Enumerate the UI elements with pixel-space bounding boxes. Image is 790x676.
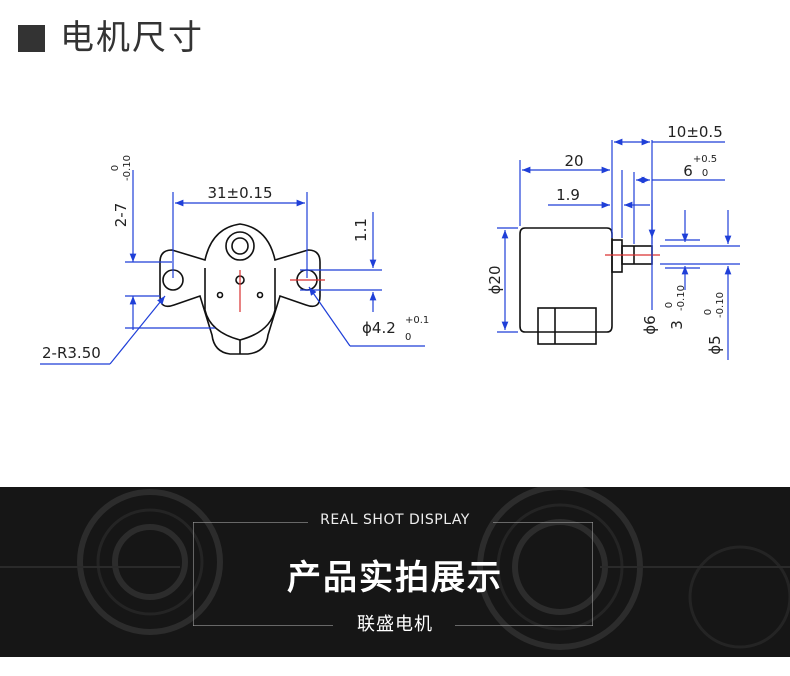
side-gap-label: 1.9 <box>556 186 580 204</box>
side-boss-dia-label: ϕ6 <box>641 315 659 334</box>
real-shot-banner <box>0 487 790 657</box>
front-offset-label: 1.1 <box>352 218 370 242</box>
front-hole-tol-lower: 0 <box>405 332 411 343</box>
side-shaft-flat-tol-upper: +0.5 <box>693 154 717 165</box>
front-width-label: 31±0.15 <box>207 184 272 202</box>
banner-title: 产品实拍展示 <box>287 558 503 598</box>
motor-dimension-drawing: 31±0.15 2-7 0 -0.10 1.1 ϕ4.2 +0.1 0 2-R3… <box>40 123 740 365</box>
banner-motor-background <box>0 487 790 650</box>
header-square-icon <box>18 24 45 52</box>
front-radius-label: 2-R3.50 <box>42 344 101 362</box>
side-shaft-dia-label: ϕ5 <box>706 335 724 354</box>
side-shaft-dia-upper: 0 <box>703 309 714 315</box>
side-shaft-flat-label: 6 <box>683 162 693 180</box>
front-left-vertical-label: 2-7 <box>112 203 130 228</box>
front-center-marks <box>239 270 325 312</box>
front-hole-tol-upper: +0.1 <box>405 315 429 326</box>
side-length-label: 20 <box>564 152 583 170</box>
banner-english-label: REAL SHOT DISPLAY <box>320 512 470 528</box>
front-dimensions <box>40 170 425 365</box>
section-header: 电机尺寸 <box>18 18 204 58</box>
front-hole-label: ϕ4.2 <box>362 319 396 337</box>
side-dimensions <box>497 138 740 360</box>
side-shaft-flat-tol-lower: 0 <box>702 168 708 179</box>
banner-subtitle: 联盛电机 <box>357 614 433 635</box>
side-view <box>519 227 653 345</box>
side-shaft-dia-tol: -0.10 <box>715 292 726 318</box>
side-flat-width-label: 3 <box>668 320 686 330</box>
front-left-vertical-upper: 0 <box>110 165 121 171</box>
side-shaft-total-label: 10±0.5 <box>667 123 723 141</box>
side-flat-width-upper: 0 <box>664 302 675 308</box>
page-title: 电机尺寸 <box>60 18 204 58</box>
front-left-vertical-tol: -0.10 <box>122 155 133 181</box>
side-body-dia-label: ϕ20 <box>486 266 504 295</box>
side-flat-width-tol: -0.10 <box>676 285 687 311</box>
